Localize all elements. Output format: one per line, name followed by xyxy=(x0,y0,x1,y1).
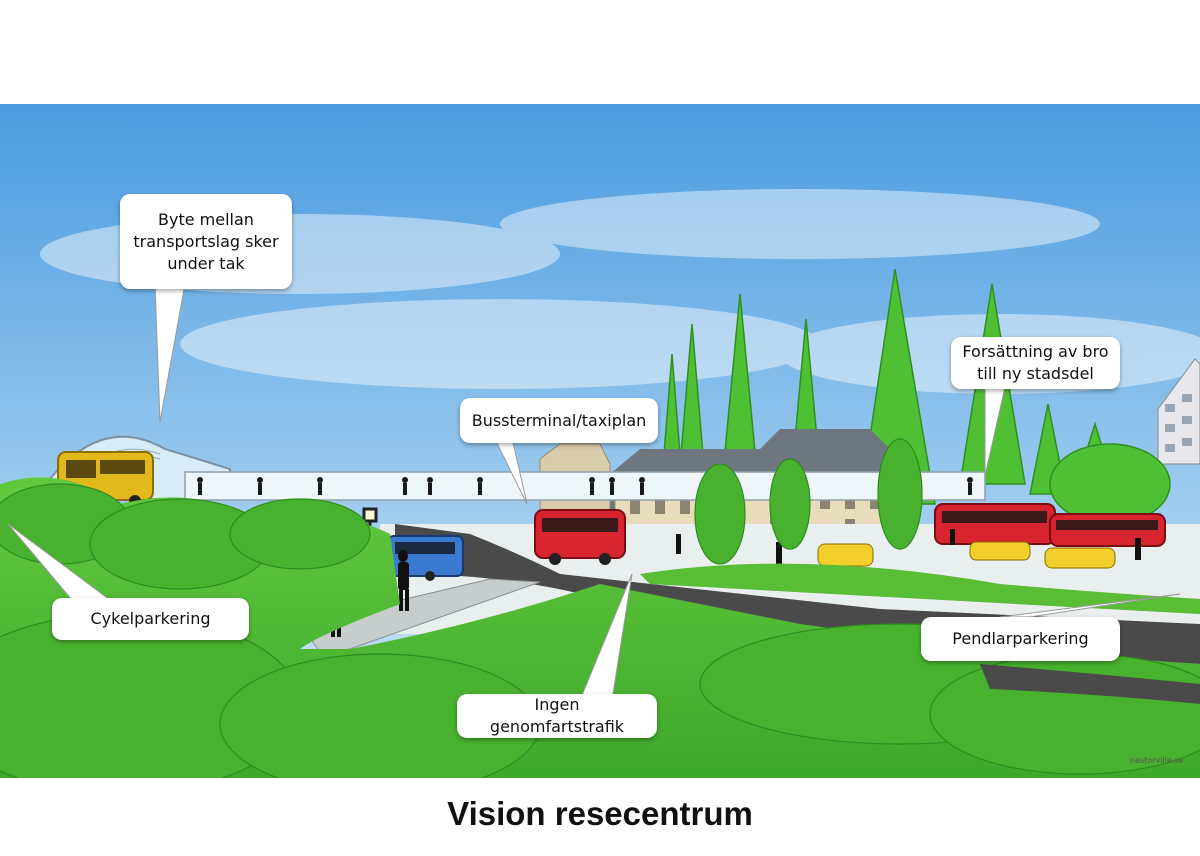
callout-bus-terminal: Bussterminal/taxiplan xyxy=(460,398,658,443)
taxis xyxy=(817,541,1116,569)
callout-no-through-traffic: Ingen genomfartstrafik xyxy=(457,694,657,738)
callout-roof: Byte mellan transportslag sker under tak xyxy=(120,194,292,289)
sidewalk xyxy=(299,578,541,653)
illustration-scene xyxy=(0,104,1200,778)
callout-bike-parking: Cykelparkering xyxy=(52,598,249,640)
red-buses-right xyxy=(934,503,1166,547)
callout-commuter-parking: Pendlarparkering xyxy=(921,617,1120,661)
red-bus-center xyxy=(534,509,626,565)
side-road xyxy=(980,664,1200,704)
callout-tails xyxy=(7,283,1181,701)
image-credit: nestorville.se xyxy=(1130,756,1184,765)
callout-bridge: Forsättning av bro till ny stadsdel xyxy=(951,337,1120,389)
apartment-building xyxy=(1157,358,1200,465)
caption: Vision resecentrum xyxy=(447,795,753,832)
pedestrian-bridge xyxy=(184,471,986,501)
